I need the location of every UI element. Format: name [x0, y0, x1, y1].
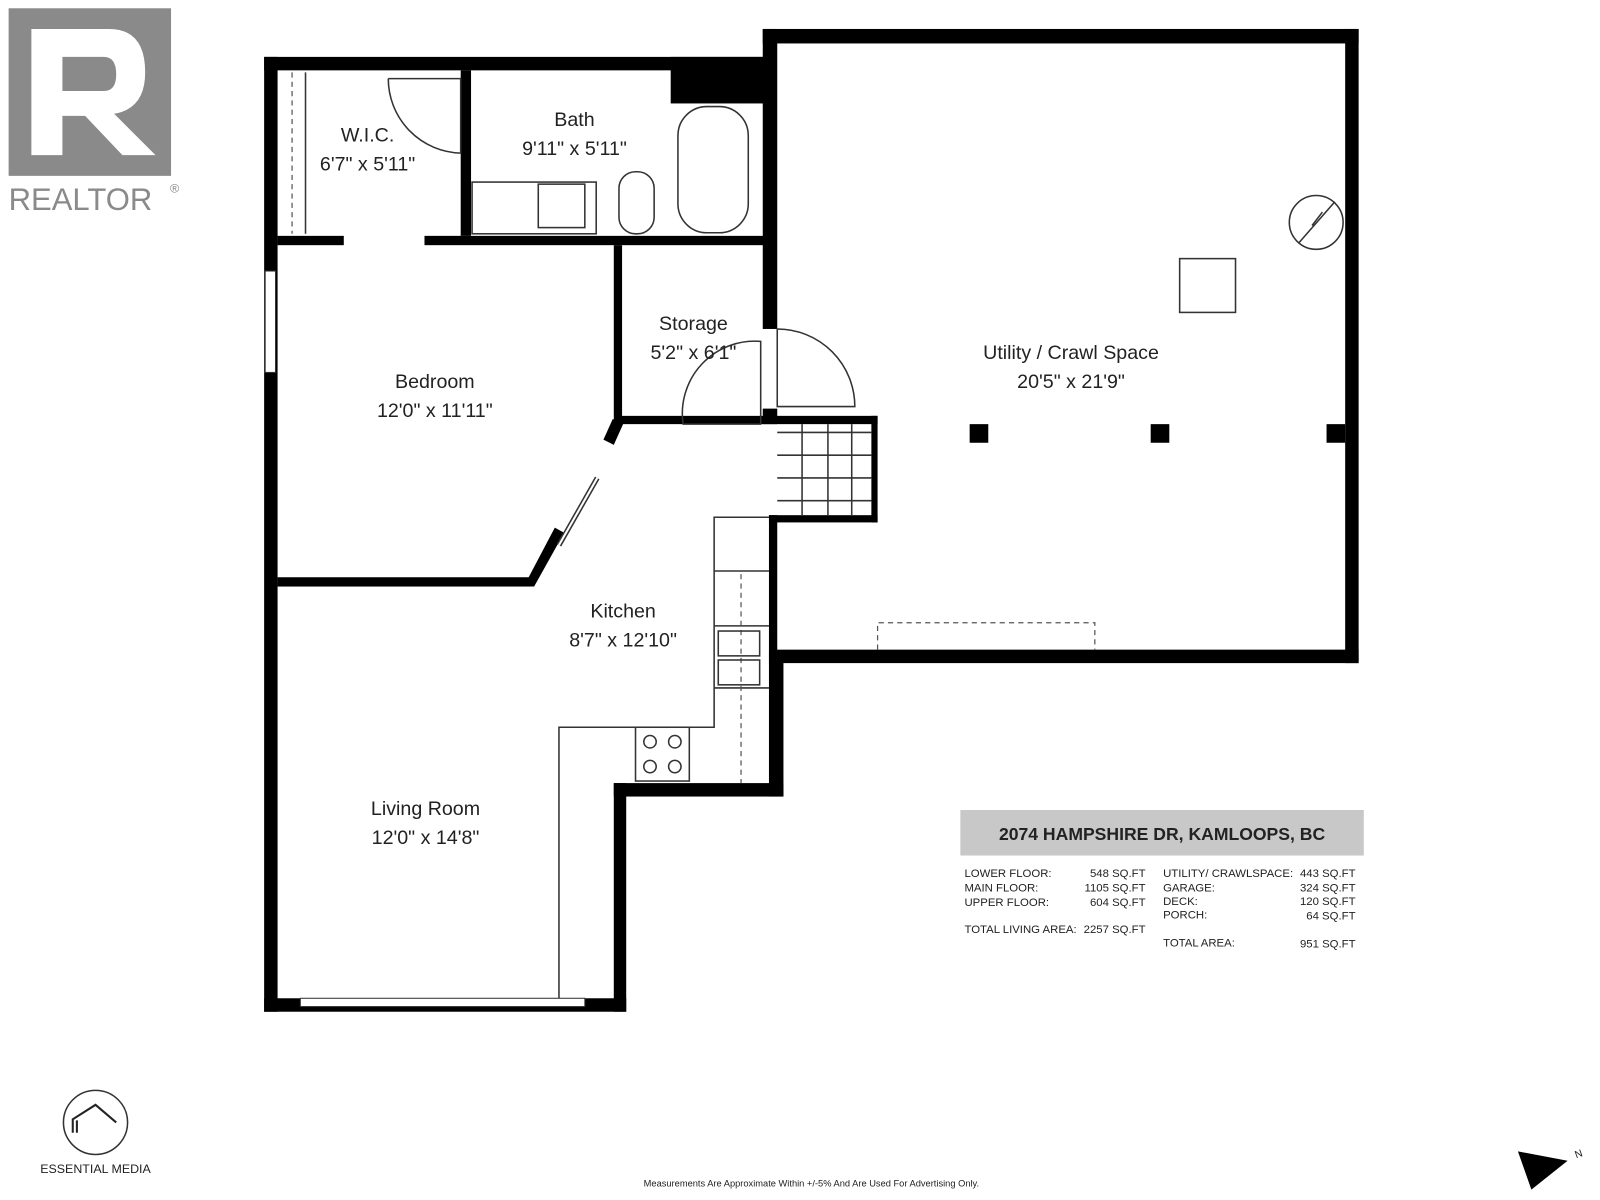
- fixtures: [264, 72, 1344, 1008]
- address: 2074 HAMPSHIRE DR, KAMLOOPS, BC: [999, 824, 1326, 844]
- summary-right-2-value: 120 SQ.FT: [1300, 896, 1356, 908]
- room-bath-dims: 9'11" x 5'11": [522, 138, 627, 160]
- footer-compass_label: N: [1574, 1148, 1585, 1161]
- north-compass-icon: N: [1517, 1148, 1585, 1190]
- room-labels: W.I.C. 6'7" x 5'11" Bath 9'11" x 5'11" S…: [320, 109, 1159, 849]
- summary-left-2-value: 604 SQ.FT: [1090, 897, 1146, 909]
- summary-right-3-label: PORCH:: [1163, 910, 1207, 922]
- logo-mark: ®: [170, 181, 179, 195]
- room-utility-name: Utility / Crawl Space: [983, 342, 1159, 364]
- room-utility-dims: 20'5" x 21'9": [1017, 371, 1125, 393]
- summary-right-1-value: 324 SQ.FT: [1300, 883, 1356, 895]
- summary-right-4-value: 951 SQ.FT: [1300, 939, 1356, 951]
- room-kitchen-name: Kitchen: [590, 601, 656, 623]
- company-name: ESSENTIAL MEDIA: [40, 1162, 151, 1176]
- disclaimer: Measurements Are Approximate Within +/-5…: [644, 1179, 979, 1189]
- summary-right-0-label: UTILITY/ CRAWLSPACE:: [1163, 868, 1293, 880]
- room-kitchen-dims: 8'7" x 12'10": [569, 630, 677, 652]
- summary-left-1-label: MAIN FLOOR:: [964, 883, 1038, 895]
- summary-right-4-label: TOTAL AREA:: [1163, 938, 1235, 950]
- room-storage-dims: 5'2" x 6'1": [651, 342, 737, 364]
- essential-media-logo: ESSENTIAL MEDIA: [40, 1089, 152, 1176]
- summary-left-3-label: TOTAL LIVING AREA:: [964, 924, 1076, 936]
- logo-brand: REALTOR: [9, 182, 153, 217]
- room-bedroom-name: Bedroom: [395, 371, 475, 393]
- room-bedroom-dims: 12'0" x 11'11": [377, 400, 493, 422]
- summary-left-0-label: LOWER FLOOR:: [964, 868, 1051, 880]
- room-living-dims: 12'0" x 14'8": [372, 827, 480, 849]
- room-bath-name: Bath: [554, 109, 594, 131]
- summary-right-0-value: 443 SQ.FT: [1300, 868, 1356, 880]
- summary-left-3-value: 2257 SQ.FT: [1084, 924, 1146, 936]
- room-wic-name: W.I.C.: [341, 125, 394, 147]
- summary-right-1-label: GARAGE:: [1163, 883, 1215, 895]
- walls: [264, 28, 1359, 1012]
- area-summary: 2074 HAMPSHIRE DR, KAMLOOPS, BC LOWER FL…: [960, 810, 1364, 951]
- room-living-name: Living Room: [371, 798, 480, 820]
- summary-left-2-label: UPPER FLOOR:: [964, 897, 1049, 909]
- room-storage-name: Storage: [659, 313, 728, 335]
- summary-left-1-value: 1105 SQ.FT: [1084, 883, 1145, 895]
- realtor-logo: REALTOR ®: [8, 8, 179, 217]
- summary-right-3-value: 64 SQ.FT: [1306, 911, 1355, 923]
- summary-right-2-label: DECK:: [1163, 896, 1198, 908]
- summary-left-0-value: 548 SQ.FT: [1090, 868, 1146, 880]
- room-wic-dims: 6'7" x 5'11": [320, 154, 415, 176]
